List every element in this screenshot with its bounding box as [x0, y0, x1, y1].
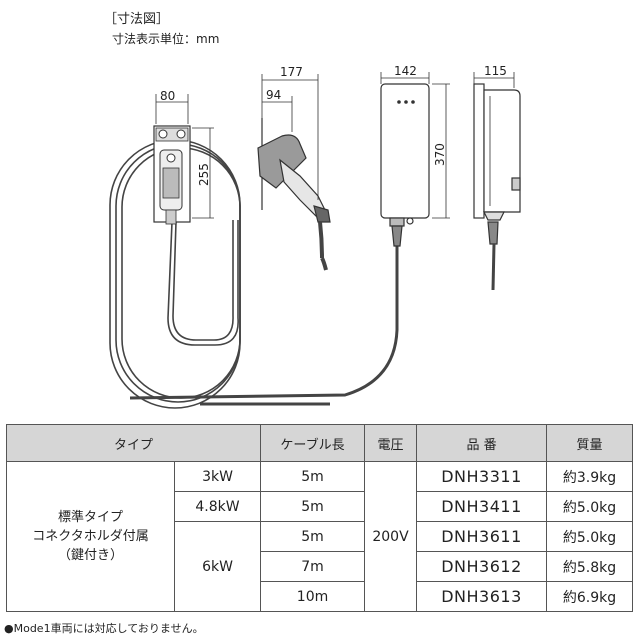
- table-row: 標準タイプ コネクタホルダ付属 （鍵付き） 3kW 5m 200V DNH331…: [6, 461, 634, 612]
- part-cell: DNH3612: [416, 551, 548, 582]
- cable-cell: 10m: [260, 581, 366, 612]
- dim-holder: [155, 94, 214, 219]
- weight-cell: 約5.0kg: [546, 491, 634, 522]
- power-cell: 4.8kW: [173, 491, 262, 522]
- holder-side-view: [257, 118, 331, 259]
- dim-box: [380, 72, 450, 219]
- table-row: 6kW 5m DNH3611 約5.0kg: [7, 521, 634, 612]
- dim-177-label: 177: [280, 65, 303, 79]
- col-header-voltage: 電圧: [364, 424, 418, 462]
- cable-cell: 5m: [260, 491, 366, 522]
- voltage-cell: 200V: [364, 461, 418, 612]
- col-header-part: 品 番: [416, 424, 548, 462]
- side-cable: [320, 257, 328, 271]
- dim-80-label: 80: [160, 89, 175, 103]
- dim-370-label: 370: [433, 143, 447, 166]
- main-cable: [129, 235, 399, 400]
- part-cell: DNH3311: [416, 461, 548, 492]
- col-header-weight: 質量: [546, 424, 634, 462]
- dimension-drawing: 80 255 177 94 142 370: [109, 64, 521, 409]
- holder-front-view: [153, 125, 191, 225]
- cable-cell: 5m: [260, 461, 366, 492]
- weight-cell: 約3.9kg: [546, 461, 634, 492]
- figure-title: ［寸法図］: [104, 12, 170, 27]
- power-cell: 3kW: [173, 461, 262, 492]
- table-row: 7m DNH3612 約5.8kg: [7, 551, 634, 582]
- weight-cell: 約5.0kg: [546, 521, 634, 552]
- control-box-side: [473, 83, 521, 291]
- dim-side: [261, 74, 319, 200]
- type-label: 標準タイプ コネクタホルダ付属 （鍵付き）: [32, 510, 149, 563]
- dim-255-label: 255: [197, 163, 211, 186]
- power-cell: 6kW: [173, 521, 262, 612]
- footnote: ●Mode1車両には対応しておりません。: [4, 622, 204, 635]
- control-box-front: [380, 83, 430, 247]
- table-row: 4.8kW 5m DNH3411 約5.0kg: [7, 491, 634, 522]
- part-cell: DNH3613: [416, 581, 548, 612]
- weight-cell: 約6.9kg: [546, 581, 634, 612]
- weight-cell: 約5.8kg: [546, 551, 634, 582]
- part-cell: DNH3611: [416, 521, 548, 552]
- unit-note: 寸法表示単位：mm: [112, 32, 220, 46]
- dim-box-depth: [473, 72, 515, 88]
- table-row: 10m DNH3613 約6.9kg: [7, 581, 634, 612]
- col-header-type: タイプ: [5, 424, 262, 462]
- part-cell: DNH3411: [416, 491, 548, 522]
- spec-table: タイプ ケーブル長 電圧 品 番 質量 標準タイプ コネクタホルダ付属 （鍵付き…: [5, 424, 634, 612]
- cable-cell: 7m: [260, 551, 366, 582]
- type-cell: 標準タイプ コネクタホルダ付属 （鍵付き）: [6, 461, 175, 612]
- dim-94-label: 94: [266, 88, 281, 102]
- cable-cell: 5m: [260, 521, 366, 552]
- table-header-row: タイプ ケーブル長 電圧 品 番 質量: [5, 424, 634, 462]
- dim-115-label: 115: [484, 64, 507, 78]
- col-header-cable: ケーブル長: [260, 424, 366, 462]
- dim-142-label: 142: [394, 64, 417, 78]
